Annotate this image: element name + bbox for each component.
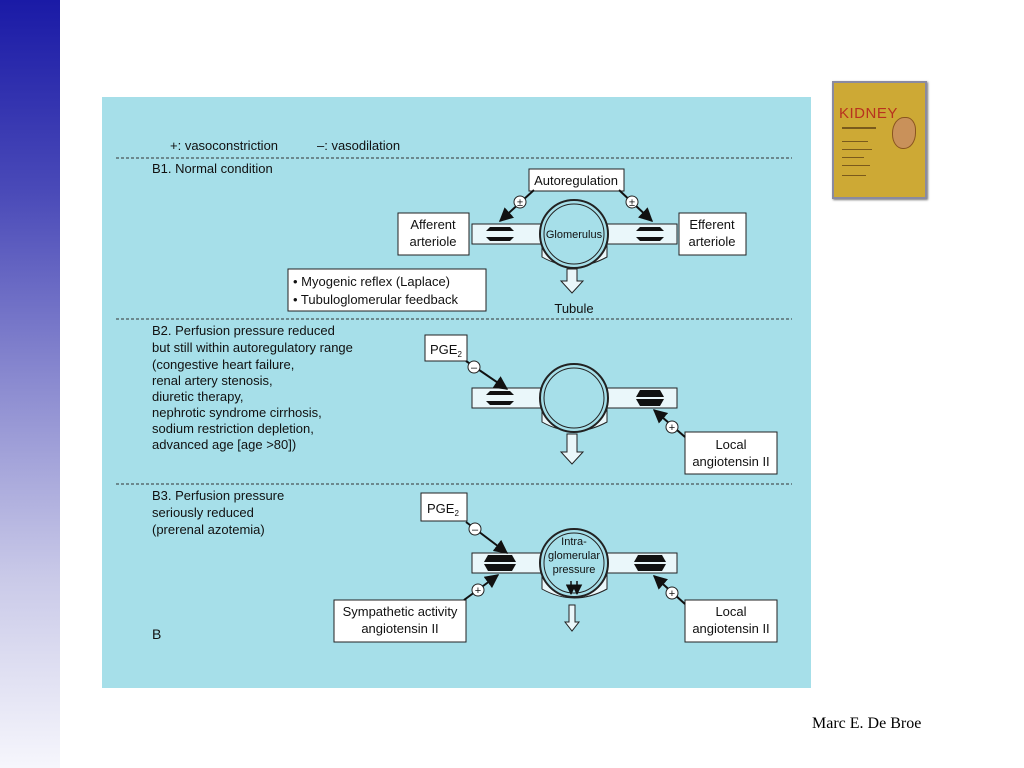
b3-intra-line2: glomerular — [548, 550, 600, 562]
efferent-box — [678, 212, 747, 256]
b2-vessel — [471, 363, 678, 465]
tubule-arrow — [559, 268, 585, 294]
book-text-line — [842, 141, 868, 142]
b2-pge-label: PGE2 — [430, 342, 462, 359]
b3-local-line2: angiotensin II — [692, 621, 769, 636]
book-text-line — [842, 175, 866, 176]
autoregulation-box — [528, 168, 625, 192]
author-credit: Marc E. De Broe — [812, 715, 922, 732]
book-text-line — [842, 149, 872, 150]
b3-pge-box — [420, 492, 468, 522]
sidebar-gradient — [0, 0, 60, 768]
book-title: KIDNEY — [839, 105, 898, 122]
b3-line-1: seriously reduced — [152, 505, 254, 520]
b3-sign-local: + — [669, 588, 675, 600]
b1-tubule-label: Tubule — [554, 301, 593, 316]
bullet-tubuloglomerular: • Tubuloglomerular feedback — [293, 292, 458, 307]
efferent-line1: Efferent — [689, 217, 735, 232]
kidney-book-cover: KIDNEY — [832, 81, 927, 199]
sign-circle — [665, 420, 679, 434]
b3-local-box — [684, 599, 778, 643]
b2-sign-local: + — [669, 422, 675, 434]
b2-line-6: sodium restriction depletion, — [152, 421, 314, 436]
b2-line-0: B2. Perfusion pressure reduced — [152, 323, 335, 338]
legend-plus: +: vasoconstriction — [170, 138, 278, 153]
b3-intra-line3: pressure — [553, 564, 596, 576]
book-text-line — [842, 165, 870, 166]
renal-autoregulation-diagram: +: vasoconstriction –: vasodilation B1. … — [116, 138, 792, 643]
b3-local-line1: Local — [715, 604, 746, 619]
sign-circle — [513, 195, 527, 209]
b1-vessel — [471, 199, 678, 269]
b2-local-line1: Local — [715, 437, 746, 452]
b3-vessel — [471, 528, 678, 632]
b1-sign-left: ± — [517, 197, 523, 209]
b3-sign-pge: – — [472, 524, 479, 536]
b2-line-3: renal artery stenosis, — [152, 373, 273, 388]
diagram-panel: +: vasoconstriction –: vasodilation B1. … — [102, 97, 811, 688]
b2-local-line2: angiotensin II — [692, 454, 769, 469]
legend-minus: –: vasodilation — [317, 138, 400, 153]
afferent-box — [397, 212, 470, 256]
autoregulation-label: Autoregulation — [534, 173, 618, 188]
bullet-myogenic: • Myogenic reflex (Laplace) — [293, 274, 450, 289]
b1-sign-right: ± — [629, 197, 635, 209]
b3-symp-line2: angiotensin II — [361, 621, 438, 636]
book-text-line — [842, 157, 864, 158]
b2-line-2: (congestive heart failure, — [152, 357, 294, 372]
book-text-line — [842, 127, 876, 129]
b2-pge-box — [424, 334, 468, 362]
b2-local-box — [684, 431, 778, 475]
b2-line-7: advanced age [age >80]) — [152, 437, 296, 452]
b3-line-0: B3. Perfusion pressure — [152, 488, 284, 503]
sign-circle — [625, 195, 639, 209]
b3-pge-label: PGE2 — [427, 501, 459, 518]
b2-line-4: diuretic therapy, — [152, 389, 244, 404]
b3-symp-line1: Sympathetic activity — [343, 604, 458, 619]
sign-circle — [471, 583, 485, 597]
panel-label-b: B — [152, 626, 161, 642]
sign-circle — [665, 586, 679, 600]
b2-sign-pge: – — [471, 362, 478, 374]
kidney-illustration — [892, 117, 916, 149]
b2-line-1: but still within autoregulatory range — [152, 340, 353, 355]
b1-glomerulus-label: Glomerulus — [546, 229, 603, 241]
mechanisms-box — [287, 268, 487, 312]
efferent-line2: arteriole — [689, 234, 736, 249]
b2-line-5: nephrotic syndrome cirrhosis, — [152, 405, 322, 420]
sign-circle — [468, 522, 482, 536]
b3-intra-line1: Intra- — [561, 536, 587, 548]
b3-sign-symp: + — [475, 585, 481, 597]
b1-title: B1. Normal condition — [152, 161, 273, 176]
b3-sympathetic-box — [333, 599, 467, 643]
sign-circle — [467, 360, 481, 374]
afferent-line1: Afferent — [410, 217, 456, 232]
b3-line-2: (prerenal azotemia) — [152, 522, 265, 537]
afferent-line2: arteriole — [410, 234, 457, 249]
